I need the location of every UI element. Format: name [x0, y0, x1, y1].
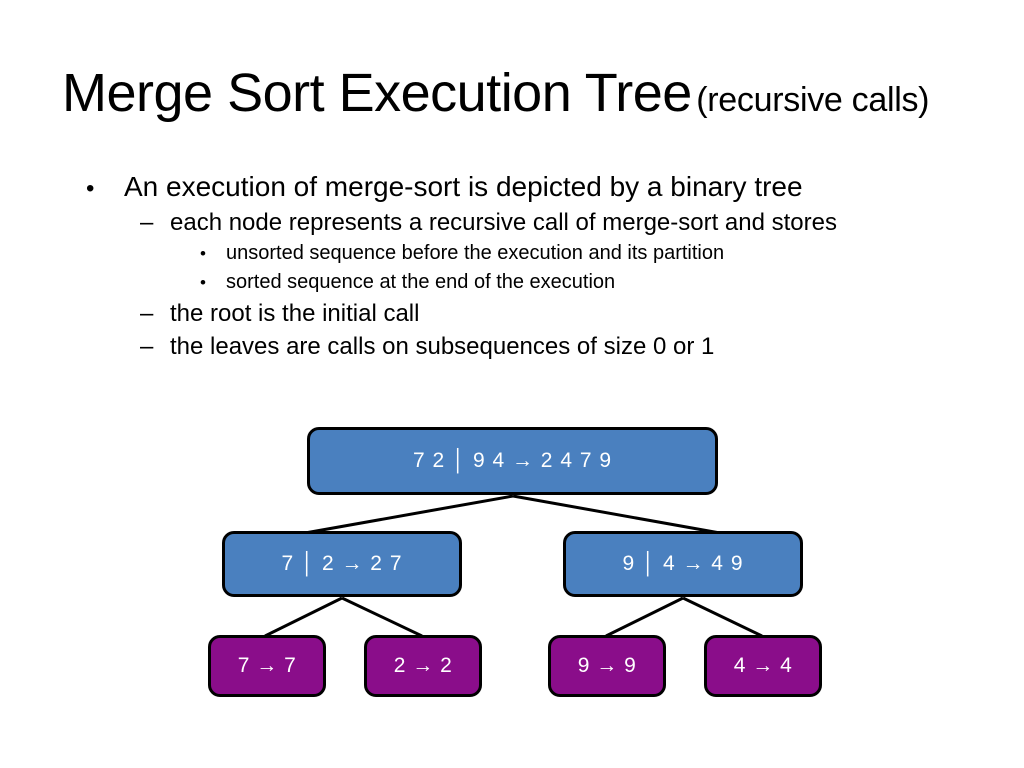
tree-node-l1[interactable]: 7 │ 2 → 2 7	[222, 531, 462, 597]
tree-edge-r1-rr2	[682, 596, 763, 638]
bullet-list: • An execution of merge-sort is depicted …	[86, 168, 996, 363]
tree-edge-l1-ll2	[264, 596, 343, 638]
bullet-marker-icon: –	[140, 333, 154, 360]
bullet-text: the leaves are calls on subsequences of …	[170, 333, 715, 360]
bullet-marker-icon: •	[86, 175, 95, 202]
tree-edge-r1-rl2	[605, 596, 684, 638]
bullet-marker-icon: –	[140, 209, 154, 236]
title-main-text: Merge Sort Execution Tree	[62, 63, 692, 123]
bullet-item-l1: • An execution of merge-sort is depicted …	[86, 168, 996, 206]
bullet-item-l2: –the leaves are calls on subsequences of…	[140, 330, 996, 363]
tree-node-label: 9 │ 4 → 4 9	[622, 552, 744, 575]
bullet-text: An execution of merge-sort is depicted b…	[124, 171, 803, 202]
tree-node-rl2[interactable]: 9 → 9	[548, 635, 666, 697]
bullet-item-l2: –the root is the initial call	[140, 297, 996, 330]
bullet-marker-icon: –	[140, 300, 154, 327]
tree-node-lr2[interactable]: 2 → 2	[364, 635, 482, 697]
tree-node-root[interactable]: 7 2 │ 9 4 → 2 4 7 9	[307, 427, 718, 495]
tree-node-label: 9 → 9	[577, 654, 637, 677]
tree-edge-l1-lr2	[341, 596, 423, 638]
bullet-text: sorted sequence at the end of the execut…	[226, 271, 616, 293]
bullet-text: each node represents a recursive call of…	[170, 209, 837, 236]
tree-node-rr2[interactable]: 4 → 4	[704, 635, 822, 697]
bullet-marker-icon: •	[200, 273, 206, 292]
tree-node-r1[interactable]: 9 │ 4 → 4 9	[563, 531, 803, 597]
tree-node-ll2[interactable]: 7 → 7	[208, 635, 326, 697]
tree-node-label: 2 → 2	[393, 654, 453, 677]
page-title: Merge Sort Execution Tree (recursive cal…	[62, 62, 982, 124]
tree-node-label: 7 → 7	[237, 654, 297, 677]
bullet-text: the root is the initial call	[170, 300, 420, 327]
tree-edge-root-l1	[304, 494, 514, 535]
bullet-text: unsorted sequence before the execution a…	[226, 242, 725, 264]
bullet-marker-icon: •	[200, 244, 206, 263]
bullet-item-l2: –each node represents a recursive call o…	[140, 206, 996, 239]
tree-node-label: 7 2 │ 9 4 → 2 4 7 9	[412, 449, 613, 472]
tree-node-label: 7 │ 2 → 2 7	[281, 552, 403, 575]
bullet-item-l3: • sorted sequence at the end of the execu…	[200, 268, 996, 297]
title-subtitle-text: (recursive calls)	[696, 81, 930, 119]
bullet-item-l3: • unsorted sequence before the execution …	[200, 239, 996, 268]
tree-node-label: 4 → 4	[733, 654, 793, 677]
tree-edge-root-r1	[512, 494, 721, 535]
